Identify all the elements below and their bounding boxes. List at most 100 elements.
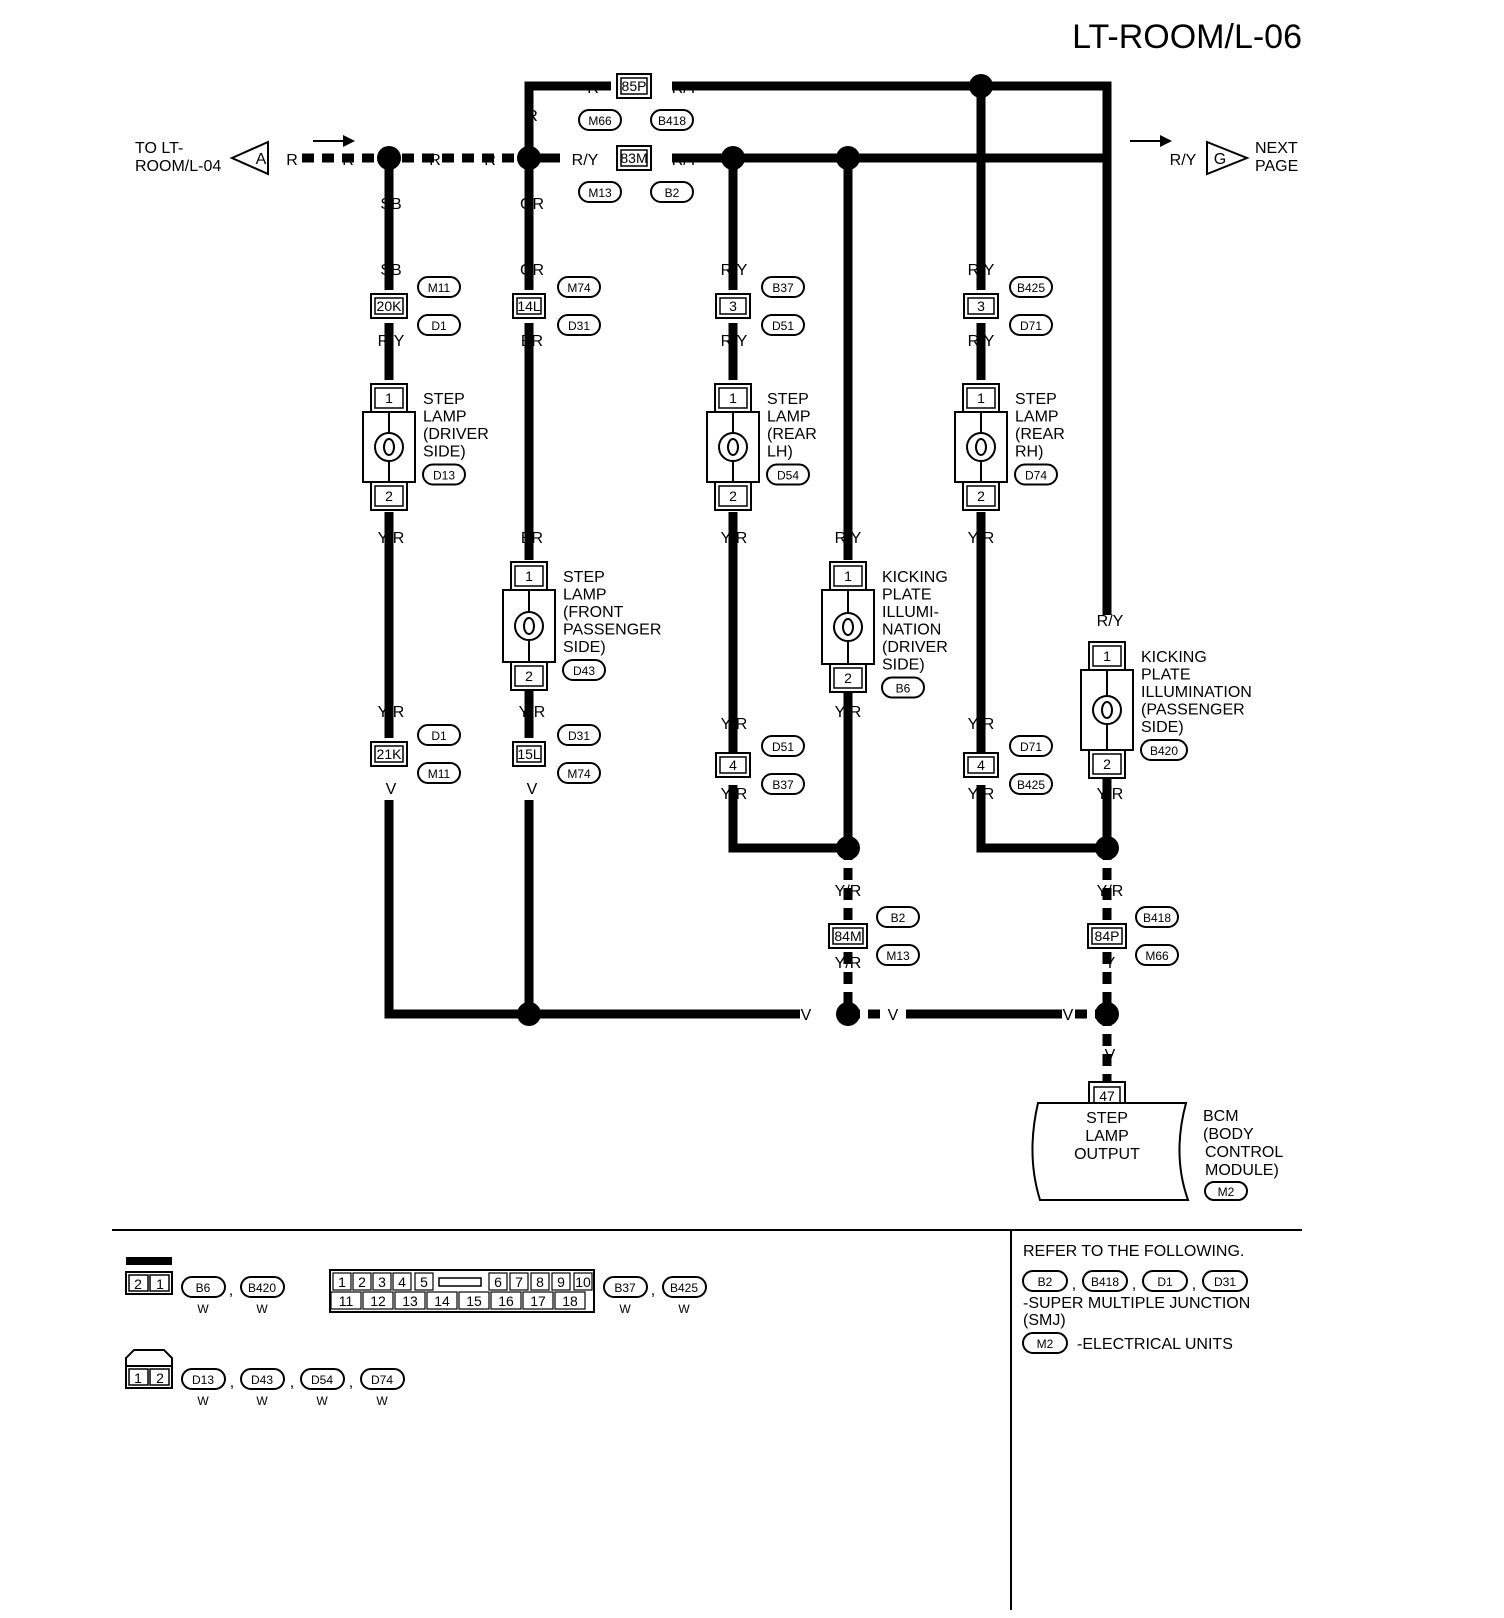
svg-text:,: , [1072,1276,1076,1293]
legend-pin: 15 [466,1293,482,1309]
svg-text:B420: B420 [248,1281,276,1295]
connector-j21K-top: D1 [431,729,447,743]
svg-text:W: W [619,1302,631,1316]
svg-text:,: , [229,1282,233,1299]
svg-text:Y/R: Y/R [835,704,862,721]
lamp-connector-label: D74 [1025,469,1047,483]
legend-pin: 2 [358,1274,366,1290]
connector-j20K-bottom: D1 [431,319,447,333]
legend-pin: 8 [536,1274,544,1290]
lamp-label-line: (PASSENGER [1141,702,1245,719]
svg-text:SB: SB [380,262,401,279]
svg-text:R/Y: R/Y [721,333,748,350]
bcm-module: 47 STEP LAMP OUTPUT BCM (BODY CONTROL MO… [1031,1081,1283,1201]
refer-desc-units: -ELECTRICAL UNITS [1077,1336,1233,1353]
legend-pin: 17 [530,1293,546,1309]
bcm-pin: 47 [1099,1088,1115,1104]
svg-text:Y/R: Y/R [721,530,748,547]
lamp-label-line: (REAR [1015,426,1065,443]
terminal-right: G NEXT PAGE R/Y [1170,140,1298,176]
svg-text:2: 2 [134,1276,142,1292]
svg-text:1: 1 [134,1370,142,1386]
lamp-label-line: LAMP [563,587,607,604]
connector-top_85P-right: B418 [658,114,686,128]
svg-text:,: , [290,1374,294,1391]
bulb-icon [514,611,544,641]
svg-text:V: V [386,781,397,798]
lamp-label-line: ILLUMINATION [1141,684,1252,701]
lamp-label-line: STEP [563,569,605,586]
connector-top_85P-left: M66 [588,114,612,128]
junction-j15L-pin: 15L [517,746,541,762]
svg-text:V: V [801,1007,812,1024]
svg-text:Y/R: Y/R [968,786,995,803]
lamp-label-line: KICKING [1141,649,1207,666]
connector-j84M-bottom: M13 [886,949,910,963]
lamp-label-line: STEP [423,391,465,408]
connector-top_83M-right: B2 [665,186,680,200]
lamp-pin-top: 1 [729,390,737,406]
legend-pin: 5 [420,1274,428,1290]
bcm-inner-3: OUTPUT [1074,1146,1140,1163]
svg-text:Y/R: Y/R [519,704,546,721]
legend-pin: 12 [370,1293,386,1309]
legend-pin: 11 [339,1293,354,1309]
svg-text:Y/R: Y/R [721,786,748,803]
svg-text:W: W [197,1302,209,1316]
lamp-label-line: KICKING [882,569,948,586]
lamp-label-line: SIDE) [423,444,466,461]
refer-desc-2: (SMJ) [1023,1312,1066,1329]
lamp-pin-bottom: 2 [977,488,985,504]
bulb-icon [1092,695,1122,725]
lamp-label-line: LAMP [767,409,811,426]
svg-text:W: W [197,1394,209,1408]
svg-text:Y/R: Y/R [835,883,862,900]
svg-text:V: V [888,1007,899,1024]
lamp-label-line: LH) [767,444,793,461]
svg-text:W: W [256,1302,268,1316]
refer-panel: REFER TO THE FOLLOWING. B2 , B418 , D1 ,… [1022,1243,1250,1354]
junction-dots [377,74,1119,1026]
lamps: 12STEPLAMP(DRIVERSIDE)D1312STEPLAMP(FRON… [362,383,1252,779]
svg-text:GR: GR [520,262,544,279]
terminal-left: A TO LT- ROOM/L-04 R [135,140,298,176]
lamp-label-line: PASSENGER [563,622,661,639]
lamp-pin-top: 1 [977,390,985,406]
svg-text:,: , [230,1374,234,1391]
svg-text:D13: D13 [192,1373,214,1387]
lamp-pin-bottom: 2 [729,488,737,504]
svg-text:BR: BR [521,530,543,547]
svg-text:B6: B6 [196,1281,211,1295]
junction-top_83M-pin: 83M [620,150,647,166]
bulb-icon [966,432,996,462]
lamp-connector-label: B6 [896,682,911,696]
svg-text:Y/R: Y/R [968,530,995,547]
bulb-icon [374,432,404,462]
svg-text:B37: B37 [614,1281,636,1295]
legend-pin: 14 [434,1293,450,1309]
wires [302,81,1172,1085]
lamp-label-line: (FRONT [563,604,624,621]
lamp-label-line: (DRIVER [423,426,489,443]
lamp-label-line: (DRIVER [882,639,948,656]
terminal-left-text-1: TO LT- [135,140,183,157]
svg-text:R/Y: R/Y [721,262,748,279]
lamp-connector-label: D54 [777,469,799,483]
legend-pin: 16 [498,1293,514,1309]
lamp-label-line: PLATE [1141,667,1191,684]
lamp-pin-bottom: 2 [525,668,533,684]
connector-j21K-bottom: M11 [428,767,451,781]
svg-text:B425: B425 [670,1281,698,1295]
legend-pin: 6 [494,1274,502,1290]
svg-text:R/Y: R/Y [378,333,405,350]
terminal-left-text-2: ROOM/L-04 [135,158,221,175]
connector-j84P-bottom: M66 [1145,949,1169,963]
